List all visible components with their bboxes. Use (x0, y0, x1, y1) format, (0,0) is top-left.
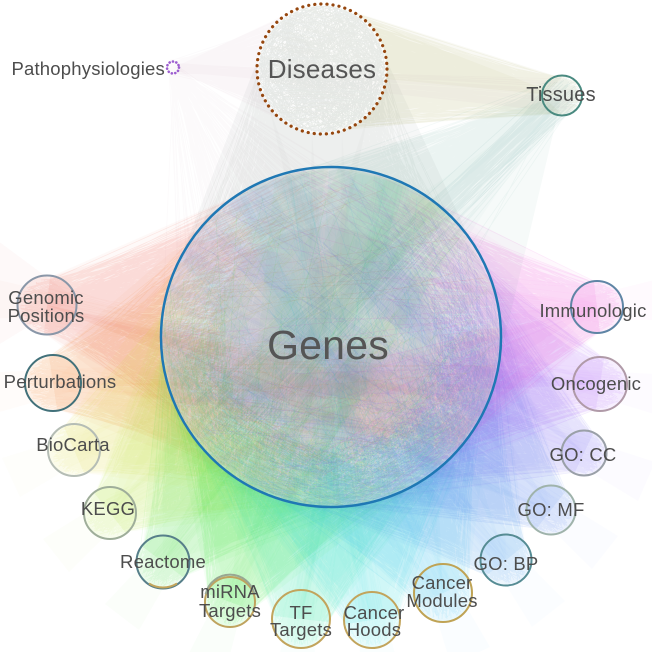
svg-text:miRNA: miRNA (200, 581, 260, 602)
svg-text:Positions: Positions (8, 305, 85, 326)
svg-text:Cancer: Cancer (412, 572, 473, 593)
svg-text:Hoods: Hoods (347, 619, 401, 640)
svg-text:Diseases: Diseases (268, 54, 377, 84)
svg-text:Reactome: Reactome (120, 551, 206, 572)
svg-text:Targets: Targets (199, 600, 261, 621)
svg-text:Modules: Modules (406, 590, 477, 611)
svg-text:Oncogenic: Oncogenic (551, 373, 641, 394)
svg-text:Cancer: Cancer (344, 602, 405, 623)
svg-text:Targets: Targets (270, 619, 332, 640)
svg-text:Genomic: Genomic (8, 287, 83, 308)
svg-text:Genes: Genes (267, 322, 389, 368)
svg-text:GO: BP: GO: BP (474, 553, 539, 574)
svg-text:BioCarta: BioCarta (36, 434, 110, 455)
svg-text:GO: CC: GO: CC (550, 444, 617, 465)
svg-text:GO: MF: GO: MF (518, 499, 585, 520)
svg-text:Pathophysiologies: Pathophysiologies (11, 58, 165, 79)
svg-text:Tissues: Tissues (526, 84, 596, 106)
svg-text:Perturbations: Perturbations (4, 371, 117, 392)
svg-text:Immunologic: Immunologic (539, 300, 646, 321)
svg-text:TF: TF (289, 602, 312, 623)
svg-text:KEGG: KEGG (81, 498, 135, 519)
